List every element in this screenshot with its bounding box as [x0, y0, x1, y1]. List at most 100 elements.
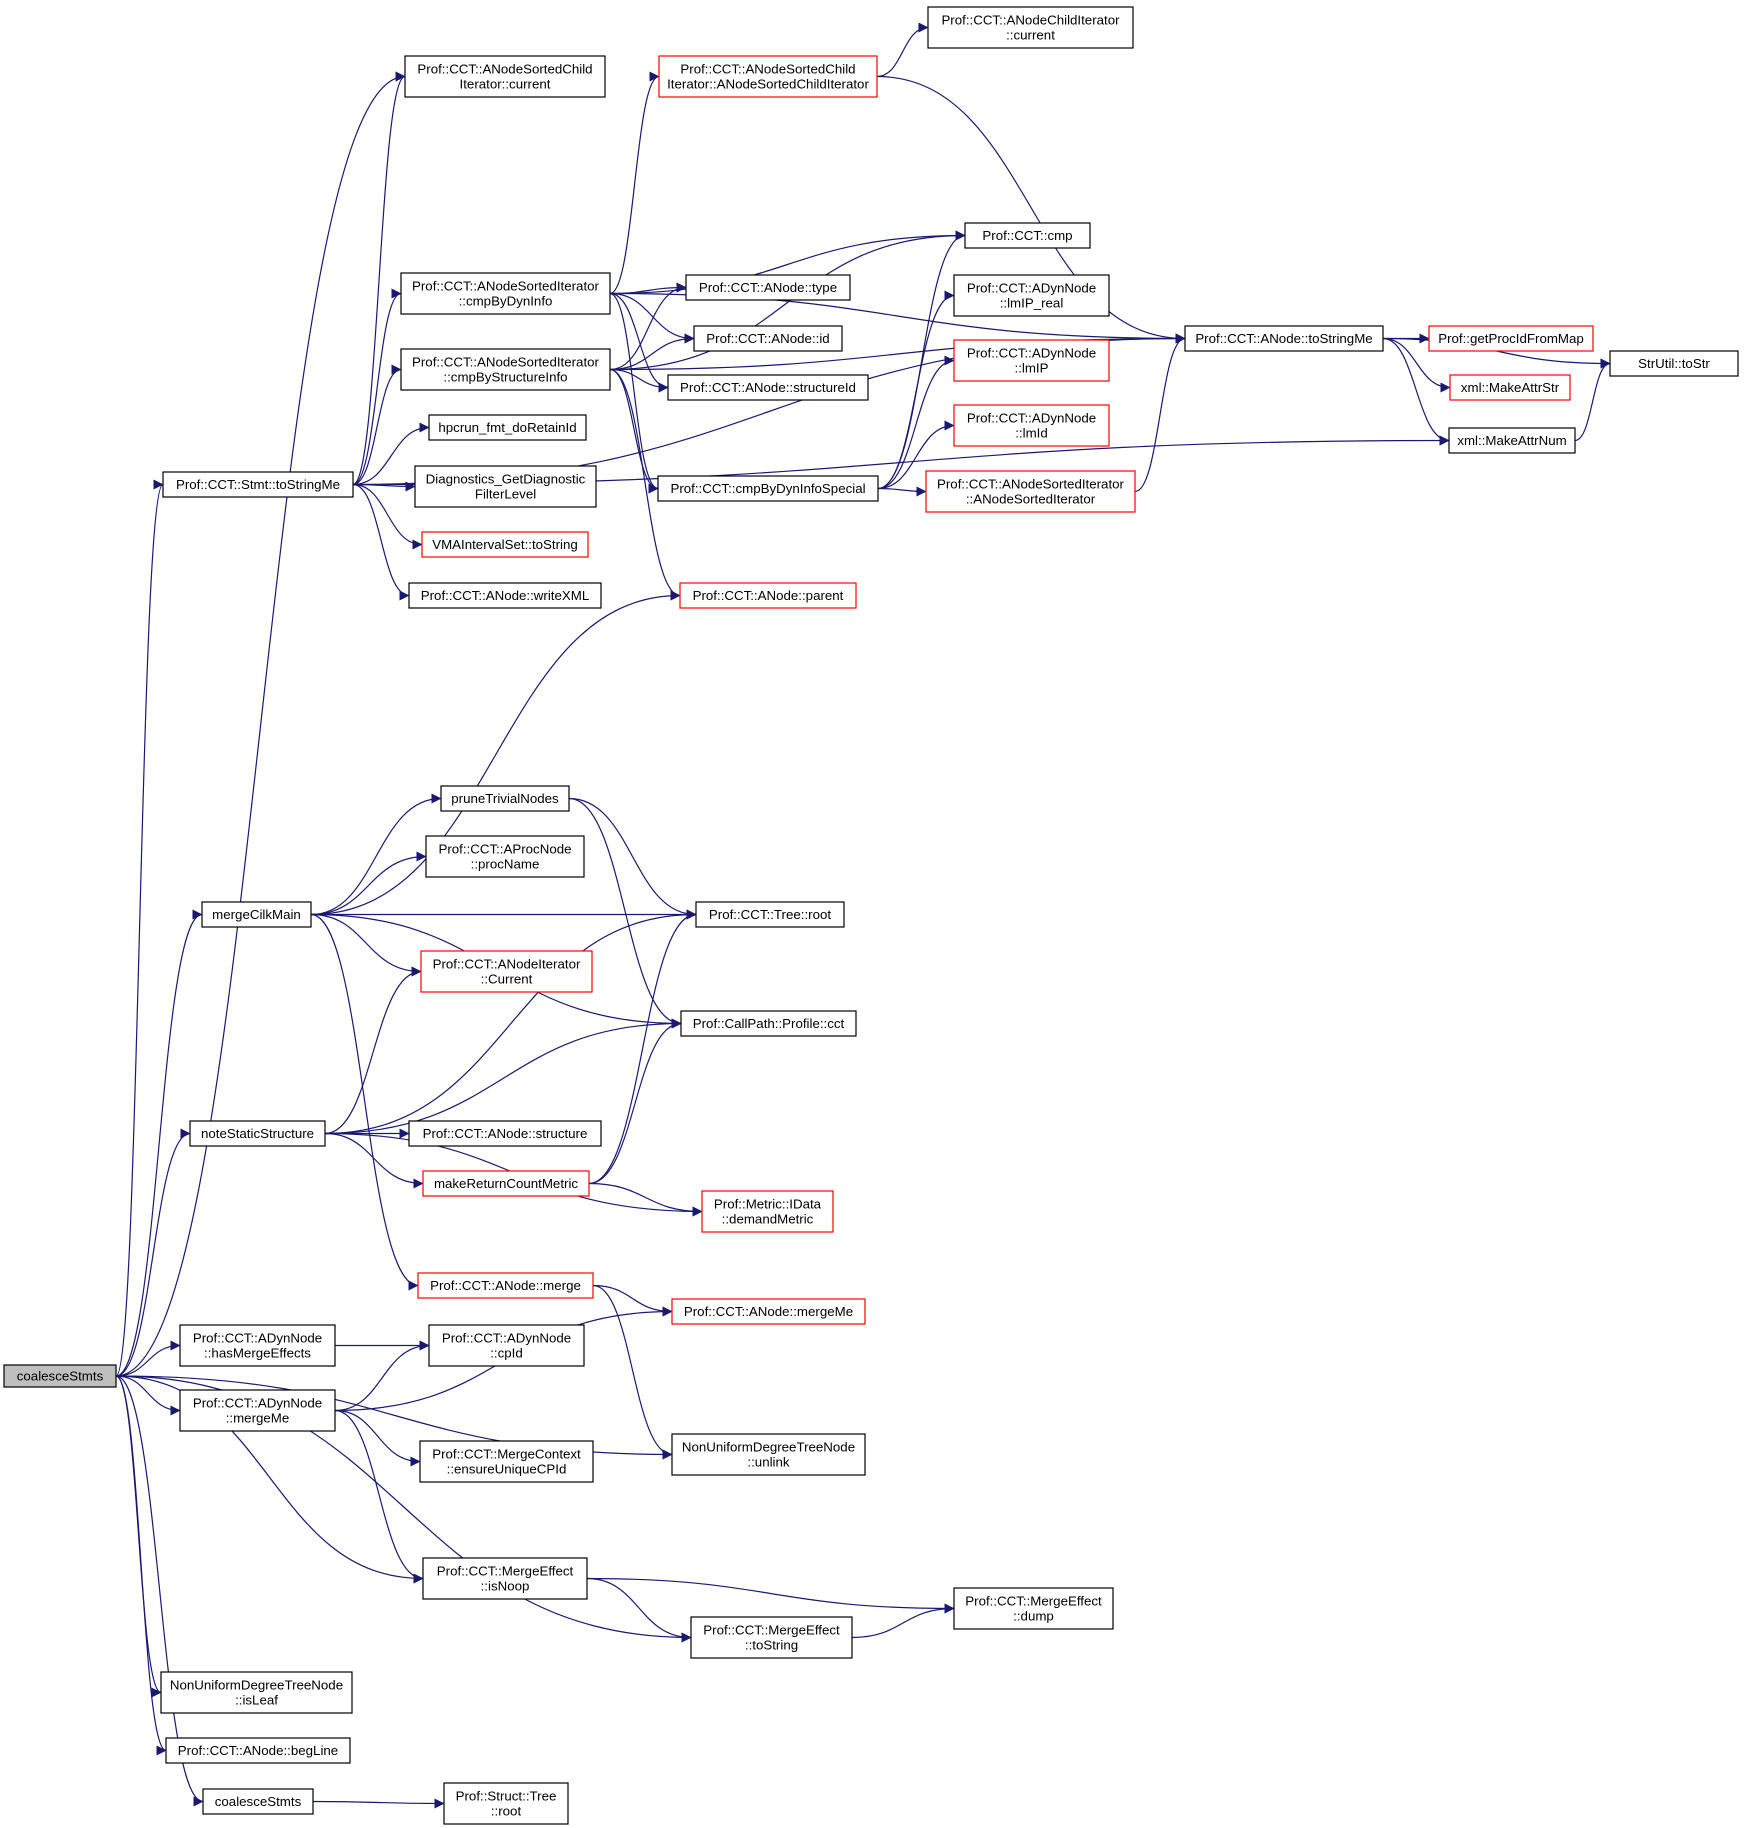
node-merge[interactable]: Prof::CCT::ANode::merge	[417, 1272, 594, 1299]
node-notestatic[interactable]: noteStaticStructure	[189, 1120, 326, 1147]
node-makereturn[interactable]: makeReturnCountMetric	[422, 1170, 590, 1197]
node-label: Iterator::current	[460, 77, 551, 92]
node-lmip[interactable]: Prof::CCT::ADynNode::lmIP	[953, 339, 1110, 382]
edge-line	[586, 1577, 955, 1614]
node-label: Prof::CCT::ADynNode	[193, 1331, 322, 1346]
edge-sortediterctor-to-tostringme	[1134, 333, 1186, 493]
node-procname[interactable]: Prof::CCT::AProcNode::procName	[425, 835, 585, 878]
node-label: Prof::CCT::ANode::structureId	[680, 380, 856, 395]
node-dynmergeme[interactable]: Prof::CCT::ADynNode::mergeMe	[179, 1389, 336, 1432]
node-box	[953, 274, 1110, 317]
node-mergecilk[interactable]: mergeCilkMain	[201, 901, 312, 928]
node-parent[interactable]: Prof::CCT::ANode::parent	[679, 582, 857, 609]
edge-line	[310, 851, 427, 916]
node-structureid[interactable]: Prof::CCT::ANode::structureId	[667, 374, 869, 401]
node-unlink[interactable]: NonUniformDegreeTreeNode::unlink	[671, 1433, 866, 1476]
node-label: ::toString	[745, 1638, 798, 1653]
edge-line	[588, 909, 697, 1185]
edge-line	[115, 1375, 424, 1584]
node-dump[interactable]: Prof::CCT::MergeEffect::dump	[953, 1587, 1114, 1630]
node-label: Prof::CCT::Stmt::toStringMe	[176, 477, 340, 492]
node-label: Prof::CCT::cmp	[982, 228, 1072, 243]
node-cmpbydyninfo[interactable]: Prof::CCT::ANodeSortedIterator::cmpByDyn…	[400, 272, 611, 315]
node-demandmetric[interactable]: Prof::Metric::IData::demandMetric	[701, 1190, 834, 1233]
node-box	[680, 1010, 857, 1037]
edge-notestatic-to-makereturn	[324, 1132, 424, 1189]
node-label: pruneTrivialNodes	[451, 791, 559, 806]
node-coalesce2[interactable]: coalesceStmts	[202, 1788, 314, 1815]
node-label: Prof::Metric::IData	[714, 1197, 822, 1212]
node-box	[408, 1120, 602, 1147]
node-begline[interactable]: Prof::CCT::ANode::begLine	[165, 1737, 351, 1764]
node-metostring[interactable]: Prof::CCT::MergeEffect::toString	[690, 1616, 853, 1659]
edge-line	[586, 1577, 692, 1643]
node-nodeid[interactable]: Prof::CCT::ANode::id	[693, 325, 843, 352]
node-label: ::dump	[1013, 1609, 1054, 1624]
edge-cmpbydyninfo-to-sortedchildctor	[609, 71, 660, 295]
node-structroot[interactable]: Prof::Struct::Tree::root	[443, 1782, 569, 1825]
node-label: VMAIntervalSet::toString	[432, 537, 578, 552]
edge-makereturn-to-treeroot	[588, 909, 697, 1185]
node-vma[interactable]: VMAIntervalSet::toString	[421, 531, 589, 558]
edge-line	[115, 1340, 181, 1377]
node-childitercurrent[interactable]: Prof::CCT::ANodeChildIterator::current	[927, 6, 1134, 49]
edge-line	[609, 282, 687, 371]
node-hpcrun[interactable]: hpcrun_fmt_doRetainId	[428, 414, 587, 441]
node-lmipreal[interactable]: Prof::CCT::ADynNode::lmIP_real	[953, 274, 1110, 317]
node-label: Prof::CCT::ADynNode	[967, 411, 1096, 426]
edge-cmpbystruct-to-type	[609, 282, 687, 371]
node-tostr[interactable]: StrUtil::toStr	[1609, 350, 1739, 377]
node-treeroot[interactable]: Prof::CCT::Tree::root	[695, 901, 845, 928]
node-isleaf[interactable]: NonUniformDegreeTreeNode::isLeaf	[160, 1671, 353, 1714]
edge-stmttostringme-to-vma	[352, 483, 423, 550]
node-cpid[interactable]: Prof::CCT::ADynNode::cpId	[428, 1324, 585, 1367]
edge-cmpbystruct-to-nodeid	[609, 333, 695, 371]
node-itercurrent[interactable]: Prof::CCT::ANodeIterator::Current	[420, 950, 593, 993]
node-makeattrnum[interactable]: xml::MakeAttrNum	[1448, 427, 1576, 454]
node-label: Prof::CCT::ADynNode	[442, 1331, 571, 1346]
node-isnoop[interactable]: Prof::CCT::MergeEffect::isNoop	[422, 1557, 588, 1600]
node-structure[interactable]: Prof::CCT::ANode::structure	[408, 1120, 602, 1147]
edge-cmpbystruct-to-parent	[609, 368, 681, 601]
node-getprocid[interactable]: Prof::getProcIdFromMap	[1428, 325, 1594, 352]
edge-tostringme-to-makeattrnum	[1382, 337, 1450, 446]
node-stmttostringme[interactable]: Prof::CCT::Stmt::toStringMe	[162, 471, 354, 498]
node-label: Prof::CCT::ANode::mergeMe	[684, 1304, 853, 1319]
node-box	[925, 470, 1136, 513]
node-writexml[interactable]: Prof::CCT::ANode::writeXML	[408, 582, 602, 609]
edge-line	[352, 422, 430, 486]
node-type[interactable]: Prof::CCT::ANode::type	[685, 274, 851, 301]
edge-line	[115, 1128, 191, 1377]
node-prune[interactable]: pruneTrivialNodes	[440, 785, 570, 812]
node-cmpspecial[interactable]: Prof::CCT::cmpByDynInfoSpecial	[657, 475, 879, 502]
node-label: ::cmpByDynInfo	[459, 294, 553, 309]
node-box	[1448, 427, 1576, 454]
node-sortediterctor[interactable]: Prof::CCT::ANodeSortedIterator::ANodeSor…	[925, 470, 1136, 513]
node-ensurecpid[interactable]: Prof::CCT::MergeContext::ensureUniqueCPI…	[419, 1440, 594, 1483]
node-label: ::isNoop	[481, 1579, 530, 1594]
node-sortedchildcurrent[interactable]: Prof::CCT::ANodeSortedChildIterator::cur…	[404, 55, 606, 98]
node-box	[3, 1364, 117, 1388]
node-label: ::lmIP	[1015, 361, 1049, 376]
node-label: Prof::CCT::ADynNode	[967, 346, 1096, 361]
edge-line	[877, 420, 955, 490]
edge-cmpspecial-to-sortediterctor	[877, 486, 927, 497]
node-label: ::hasMergeEffects	[204, 1346, 311, 1361]
node-hasmerge[interactable]: Prof::CCT::ADynNode::hasMergeEffects	[179, 1324, 336, 1367]
node-profcct[interactable]: Prof::CallPath::Profile::cct	[680, 1010, 857, 1037]
node-cmpbystruct[interactable]: Prof::CCT::ANodeSortedIterator::cmpByStr…	[400, 348, 611, 391]
node-label: noteStaticStructure	[201, 1126, 314, 1141]
node-sortedchildctor[interactable]: Prof::CCT::ANodeSortedChildIterator::ANo…	[658, 55, 878, 98]
node-lmid[interactable]: Prof::CCT::ADynNode::lmId	[953, 404, 1110, 447]
node-makeattrstr[interactable]: xml::MakeAttrStr	[1449, 374, 1571, 401]
node-label: mergeCilkMain	[212, 907, 301, 922]
node-tostringme[interactable]: Prof::CCT::ANode::toStringMe	[1184, 325, 1384, 352]
node-label: ::cmpByStructureInfo	[443, 370, 567, 385]
node-box	[428, 1324, 585, 1367]
node-label: Prof::CCT::ANode::structure	[423, 1126, 588, 1141]
node-cmp[interactable]: Prof::CCT::cmp	[964, 222, 1091, 249]
node-anodemergeme[interactable]: Prof::CCT::ANode::mergeMe	[671, 1298, 866, 1325]
edge-line	[115, 479, 164, 1377]
edge-line	[877, 355, 955, 490]
